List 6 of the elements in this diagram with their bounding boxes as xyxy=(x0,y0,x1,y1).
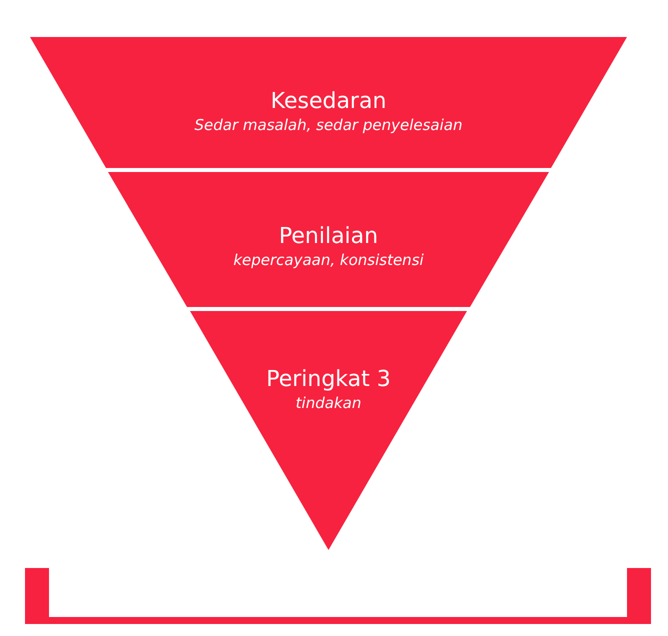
stage-heading: Penilaian xyxy=(278,224,380,250)
stage-heading: Kesedaran xyxy=(270,89,388,115)
stage-heading: Peringkat 3 xyxy=(265,367,392,393)
stage-description: kepercayaan, konsistensi xyxy=(232,250,425,270)
stage-description: Sedar masalah, sedar penyelesaian xyxy=(194,115,464,135)
stage-description: tindakan xyxy=(294,393,362,413)
